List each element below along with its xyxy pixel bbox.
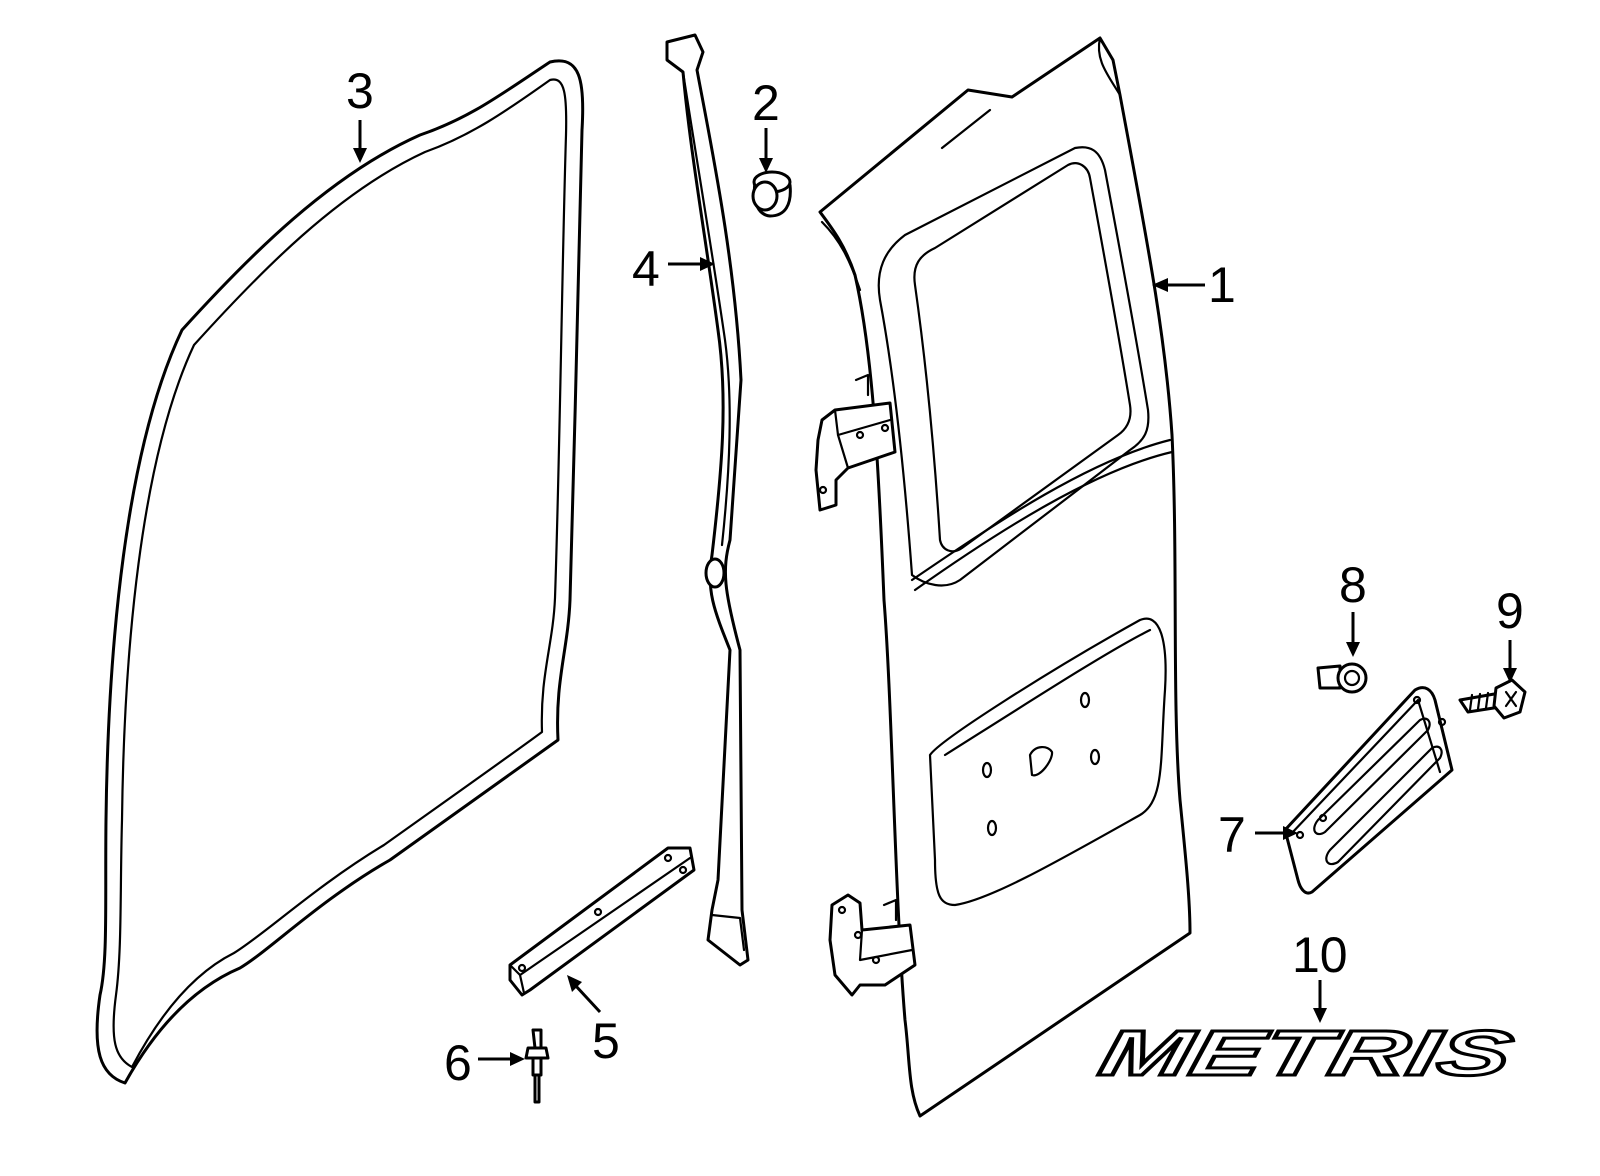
license-plate-bracket — [1283, 686, 1454, 895]
callout-7: 7 — [1218, 807, 1246, 863]
screw — [1458, 678, 1527, 720]
blind-rivet — [524, 1028, 550, 1104]
rear-door-shell — [814, 36, 1192, 1118]
callout-arrows — [353, 120, 1517, 1066]
callout-8: 8 — [1339, 557, 1367, 613]
door-check-strap — [665, 33, 750, 967]
callout-1: 1 — [1208, 257, 1236, 313]
metris-badge: METRIS — [1092, 1015, 1520, 1090]
callout-labels: 1 2 3 4 5 6 7 8 9 10 — [346, 63, 1524, 1091]
callout-2: 2 — [752, 75, 780, 131]
callout-4: 4 — [632, 241, 660, 297]
reinforcement-bracket — [508, 846, 696, 997]
metris-badge-text: METRIS — [1094, 1017, 1519, 1089]
callout-10: 10 — [1292, 927, 1348, 983]
callout-5: 5 — [592, 1013, 620, 1069]
bolt — [1316, 662, 1368, 694]
plug-bumper — [751, 170, 792, 218]
callout-3: 3 — [346, 63, 374, 119]
callout-9: 9 — [1496, 583, 1524, 639]
callout-6: 6 — [444, 1035, 472, 1091]
weatherstrip-seal — [95, 59, 585, 1085]
